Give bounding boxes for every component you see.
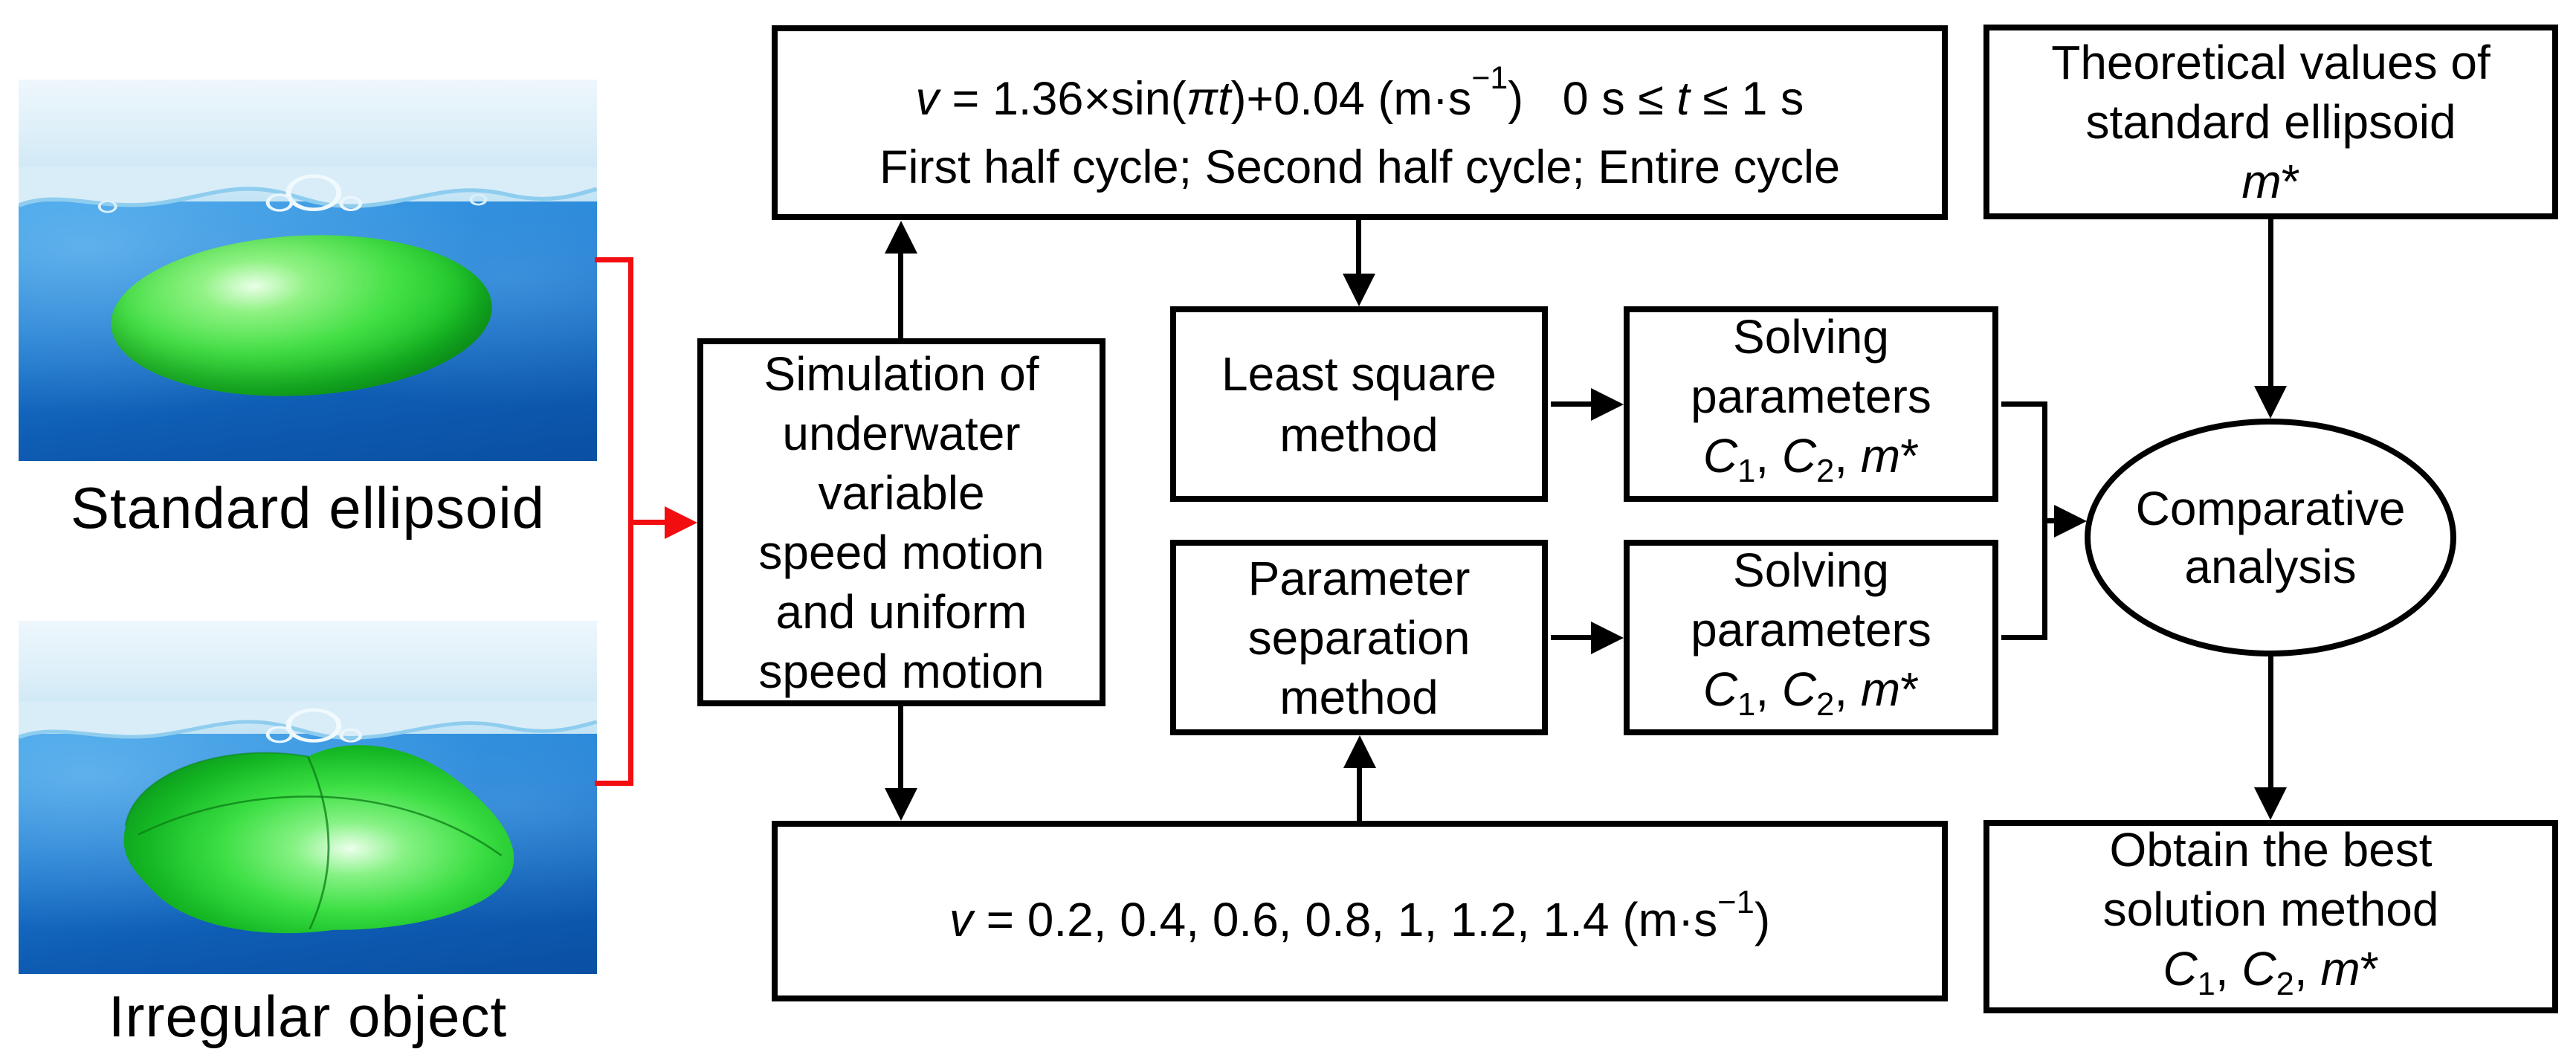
solving-parameters-box-2: Solving parameters C1, C2, m* bbox=[1624, 540, 1998, 735]
line-sim-to-profile bbox=[898, 253, 903, 338]
simulation-line: speed motion bbox=[758, 525, 1045, 579]
line-merge-to-comparative bbox=[2047, 518, 2056, 523]
irregular-object-label: Irregular object bbox=[108, 984, 508, 1049]
comparative-line2: analysis bbox=[2184, 540, 2357, 593]
param-separation-line2: separation bbox=[1247, 610, 1471, 665]
merge-top-stub bbox=[2001, 401, 2047, 407]
velocity-formula: v = 1.36×sin(πt)+0.04 (m·s−1) 0 s ≤ t ≤ … bbox=[915, 60, 1804, 125]
least-square-line1: Least square bbox=[1221, 346, 1497, 401]
solving-params: C1, C2, m* bbox=[1702, 429, 1920, 489]
irregular-object-photo bbox=[19, 621, 597, 974]
theoretical-m-star: m* bbox=[2241, 155, 2300, 208]
param-separation-line3: method bbox=[1279, 670, 1439, 724]
red-bracket-top-stub bbox=[595, 257, 633, 262]
merge-vertical-bar bbox=[2042, 401, 2047, 640]
standard-ellipsoid-label: Standard ellipsoid bbox=[70, 475, 546, 540]
solving-line1: Solving bbox=[1733, 543, 1889, 598]
uniform-speeds-box: v = 0.2, 0.4, 0.6, 0.8, 1, 1.2, 1.4 (m·s… bbox=[772, 821, 1948, 1001]
red-arrow-line bbox=[633, 520, 666, 525]
down-arrowhead-icon bbox=[1343, 274, 1375, 306]
down-arrowhead-icon bbox=[2254, 386, 2287, 419]
red-bracket-bottom-stub bbox=[595, 781, 633, 786]
solving-parameters-box-1: Solving parameters C1, C2, m* bbox=[1624, 306, 1998, 502]
theoretical-line2: standard ellipsoid bbox=[2085, 95, 2456, 149]
theoretical-values-box: Theoretical values of standard ellipsoid… bbox=[1983, 25, 2558, 219]
least-square-line2: method bbox=[1279, 407, 1439, 462]
parameter-separation-box: Parameter separation method bbox=[1170, 540, 1548, 735]
obtain-line1: Obtain the best bbox=[2109, 822, 2433, 877]
water-surface bbox=[19, 167, 597, 213]
param-separation-line1: Parameter bbox=[1247, 551, 1471, 605]
up-arrowhead-icon bbox=[1343, 735, 1376, 768]
simulation-line: Simulation of bbox=[764, 346, 1039, 401]
merge-bottom-stub bbox=[2001, 635, 2047, 640]
right-arrowhead-icon bbox=[2054, 505, 2087, 538]
least-square-method-box: Least square method bbox=[1170, 306, 1548, 502]
water-surface bbox=[19, 702, 597, 743]
line-speeds-to-paramsep bbox=[1357, 767, 1362, 821]
simulation-box: Simulation of underwater variable speed … bbox=[697, 338, 1105, 706]
simulation-line: variable bbox=[818, 465, 985, 520]
simulation-line: underwater bbox=[782, 406, 1021, 460]
line-sim-to-speeds bbox=[898, 706, 903, 790]
comparative-line1: Comparative bbox=[2135, 482, 2406, 535]
theoretical-line1: Theoretical values of bbox=[2051, 36, 2491, 89]
cycle-description: First half cycle; Second half cycle; Ent… bbox=[879, 141, 1840, 193]
right-arrowhead-icon bbox=[1591, 388, 1624, 421]
simulation-line: speed motion bbox=[758, 644, 1045, 698]
red-bracket-vertical bbox=[628, 257, 633, 786]
line-theoretical-to-comparative bbox=[2268, 219, 2273, 387]
right-arrowhead-icon bbox=[1591, 622, 1624, 654]
variable-speed-profile-box: v = 1.36×sin(πt)+0.04 (m·s−1) 0 s ≤ t ≤ … bbox=[772, 25, 1948, 220]
line-leastsquare-to-solving bbox=[1551, 401, 1594, 407]
obtain-line2: solution method bbox=[2102, 882, 2439, 936]
speeds-formula: v = 0.2, 0.4, 0.6, 0.8, 1, 1.2, 1.4 (m·s… bbox=[949, 884, 1771, 947]
solving-line2: parameters bbox=[1691, 603, 1931, 657]
comparative-analysis-ellipse: Comparative analysis bbox=[2085, 419, 2456, 656]
line-paramsep-to-solving bbox=[1551, 635, 1594, 640]
up-arrowhead-icon bbox=[885, 221, 917, 254]
solving-line1: Solving bbox=[1733, 310, 1889, 364]
simulation-line: and uniform bbox=[775, 584, 1027, 639]
red-arrowhead-icon bbox=[665, 506, 697, 539]
down-arrowhead-icon bbox=[2254, 787, 2287, 820]
obtain-best-solution-box: Obtain the best solution method C1, C2, … bbox=[1983, 820, 2558, 1013]
down-arrowhead-icon bbox=[885, 788, 917, 821]
obtain-params: C1, C2, m* bbox=[2163, 941, 2379, 1002]
line-comparative-to-obtain bbox=[2268, 656, 2273, 789]
solving-line2: parameters bbox=[1691, 370, 1931, 424]
solving-params: C1, C2, m* bbox=[1702, 662, 1920, 723]
green-irregular-object bbox=[123, 744, 514, 933]
line-profile-to-leastsquare bbox=[1356, 220, 1361, 275]
standard-ellipsoid-photo bbox=[19, 80, 597, 461]
